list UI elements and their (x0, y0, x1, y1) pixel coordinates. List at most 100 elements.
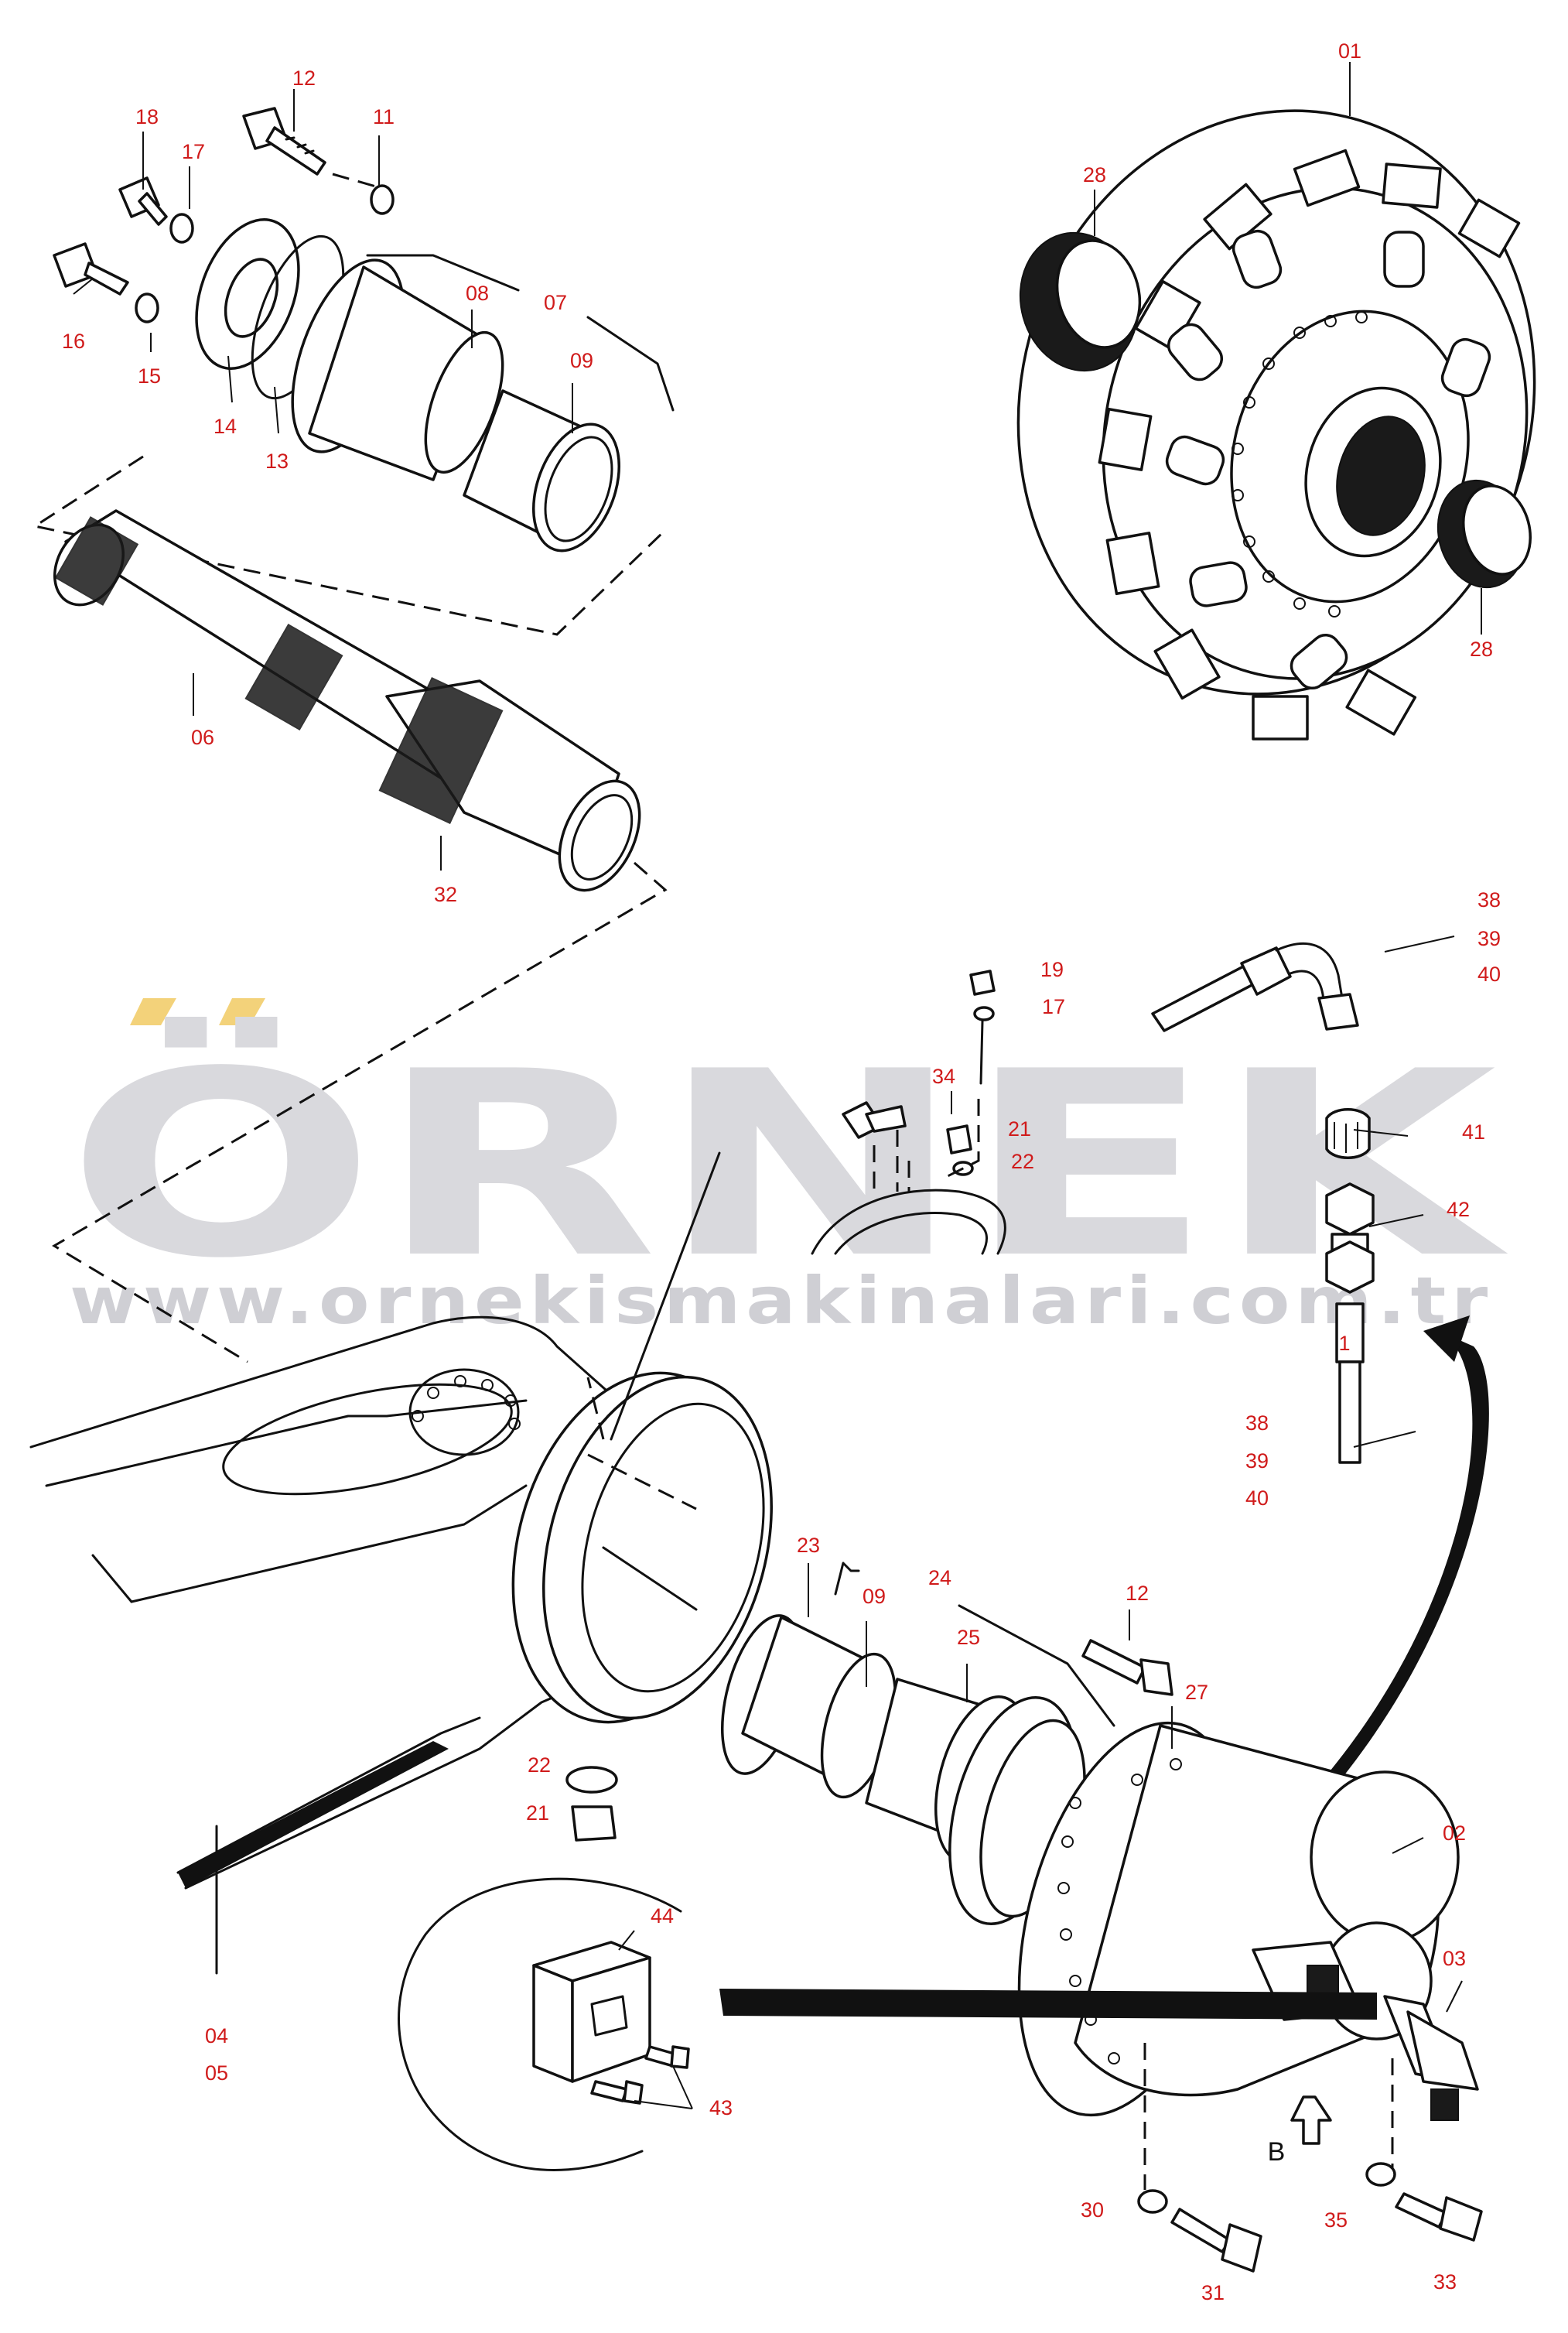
label-28: 28 (1083, 163, 1106, 186)
label-05: 05 (205, 2061, 228, 2085)
frame-arm-04 (29, 1315, 628, 1975)
plug-19 (969, 970, 996, 996)
label-11: 11 (373, 105, 395, 128)
label-07: 07 (544, 291, 567, 314)
label-24: 24 (928, 1566, 951, 1589)
label-18: 18 (135, 105, 159, 128)
watermark-url: www.ornekismakinalari.com.tr (70, 1263, 1493, 1339)
washer-17b (973, 1006, 995, 1021)
label-21: 21 (526, 1801, 549, 1825)
housing-ring (511, 1371, 773, 1724)
hose-38-upper (1151, 942, 1359, 1032)
block-44 (532, 1941, 651, 2083)
label-40: 40 (1477, 963, 1501, 986)
watermark-brand: ÖRNEK (66, 1014, 1511, 1314)
washer-17 (169, 213, 194, 244)
view-arrow-b (1290, 2095, 1332, 2145)
label-02: 02 (1443, 1822, 1466, 1845)
label-09: 09 (570, 349, 593, 372)
washer-30 (1137, 2189, 1168, 2214)
washer-35 (1365, 2162, 1396, 2187)
label-17: 17 (182, 140, 205, 163)
part-labels: 01 28 28 12 11 18 17 16 15 14 13 08 07 0… (62, 39, 1501, 2304)
label-28: 28 (1470, 638, 1493, 661)
sprocket-bolt-holes (1232, 311, 1368, 617)
sprocket-01 (1016, 109, 1536, 741)
pointer-arrow (1323, 1331, 1489, 1787)
adapter-42 (1325, 1182, 1375, 1294)
fittings-middle (811, 970, 1006, 1255)
watermark-accent-mark (130, 998, 176, 1025)
label-30: 30 (1081, 2198, 1104, 2222)
label-01: 01 (1338, 39, 1361, 63)
label-22: 22 (528, 1753, 551, 1777)
top-left-assembly (32, 107, 675, 636)
leader-lines (73, 62, 1482, 2013)
cover-03 (1383, 1995, 1479, 2121)
label-25: 25 (957, 1626, 980, 1649)
label-1: 1 (1338, 1332, 1350, 1355)
hose-38-lower (1335, 1302, 1365, 1464)
bolt-16 (53, 242, 129, 296)
bolt-43-b (590, 2080, 644, 2105)
label-39: 39 (1477, 927, 1501, 950)
watermark: ÖRNEK www.ornekismakinalari.com.tr (66, 998, 1511, 1339)
plug-21a (946, 1124, 972, 1155)
coupling-32 (378, 677, 641, 892)
seal-28-right (1436, 479, 1532, 589)
label-43: 43 (709, 2096, 733, 2119)
hub-08 (291, 258, 504, 481)
label-view-b: B (1268, 2137, 1286, 2167)
label-14: 14 (214, 415, 237, 438)
label-44: 44 (651, 1904, 674, 1928)
label-32: 32 (434, 883, 457, 906)
label-09: 09 (863, 1585, 886, 1608)
nut-21b (565, 1766, 618, 1842)
label-16: 16 (62, 330, 85, 353)
label-15: 15 (138, 364, 161, 388)
label-42: 42 (1447, 1198, 1470, 1221)
thick-pointer (719, 1989, 1377, 2020)
washer-15 (135, 292, 159, 323)
label-33: 33 (1433, 2270, 1457, 2294)
label-19: 19 (1040, 958, 1064, 981)
label-34: 34 (932, 1065, 955, 1088)
cap-41 (1325, 1108, 1371, 1159)
label-08: 08 (466, 282, 489, 305)
pointer-arrow-head (1423, 1315, 1470, 1362)
label-40: 40 (1245, 1486, 1269, 1510)
sprocket-windows (1165, 229, 1491, 690)
label-12: 12 (1126, 1582, 1149, 1605)
bolt-43-a (644, 2045, 690, 2069)
label-17: 17 (1042, 995, 1065, 1018)
label-06: 06 (191, 726, 214, 749)
label-27: 27 (1185, 1681, 1208, 1704)
sprocket-teeth (1098, 149, 1521, 741)
frame-bolt-holes (412, 1375, 521, 1430)
label-31: 31 (1201, 2281, 1225, 2304)
label-23: 23 (797, 1534, 820, 1557)
sleeve-09 (463, 389, 621, 552)
gearbox-bolt-holes (1057, 1758, 1182, 2064)
label-21: 21 (1008, 1117, 1031, 1141)
bolt-12 (242, 107, 326, 176)
label-35: 35 (1324, 2208, 1348, 2232)
label-38: 38 (1245, 1411, 1269, 1435)
washer-11 (370, 184, 395, 215)
label-03: 03 (1443, 1947, 1466, 1970)
detail-view (398, 1877, 693, 2171)
plug-18 (118, 176, 168, 226)
seal-28-left (1019, 231, 1142, 372)
label-04: 04 (205, 2024, 228, 2047)
bolt-12-lower (1081, 1639, 1173, 1696)
bolt-33 (1395, 2192, 1483, 2242)
watermark-accent-mark (219, 998, 265, 1025)
flange-14 (195, 218, 300, 370)
label-12: 12 (292, 67, 316, 90)
label-41: 41 (1462, 1120, 1485, 1144)
label-38: 38 (1477, 888, 1501, 912)
bolt-31 (1170, 2208, 1262, 2273)
label-22: 22 (1011, 1150, 1034, 1173)
label-39: 39 (1245, 1449, 1269, 1473)
